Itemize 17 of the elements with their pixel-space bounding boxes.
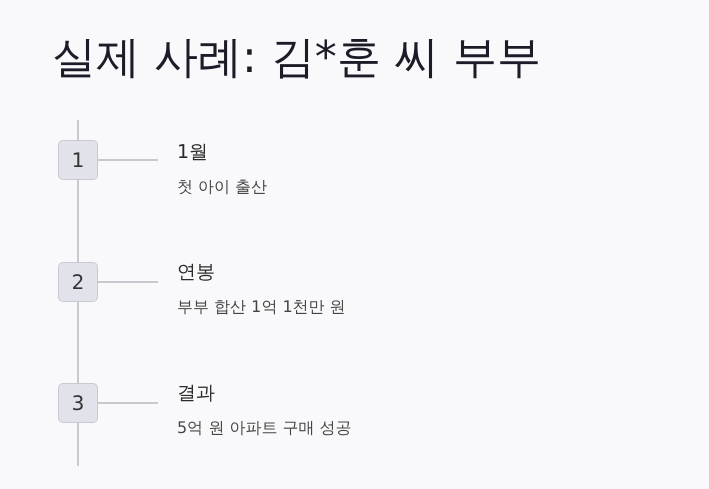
connector-line <box>77 180 79 262</box>
step-description: 5억 원 아파트 구매 성공 <box>177 417 352 439</box>
connector-line <box>98 159 158 161</box>
connector-line <box>98 402 158 404</box>
connector-line <box>77 302 79 383</box>
step-heading: 연봉 <box>177 260 215 285</box>
step-number: 1 <box>58 140 98 180</box>
step-description: 첫 아이 출산 <box>177 176 268 198</box>
title: 실제 사례: 김*훈 씨 부부 <box>52 31 541 85</box>
step-heading: 1월 <box>177 140 208 165</box>
step-heading: 결과 <box>177 381 215 406</box>
step-number: 3 <box>58 383 98 423</box>
connector-line <box>98 281 158 283</box>
timeline-line <box>77 120 79 140</box>
step-description: 부부 합산 1억 1천만 원 <box>177 296 346 318</box>
timeline-line <box>77 423 79 466</box>
step-number: 2 <box>58 262 98 302</box>
